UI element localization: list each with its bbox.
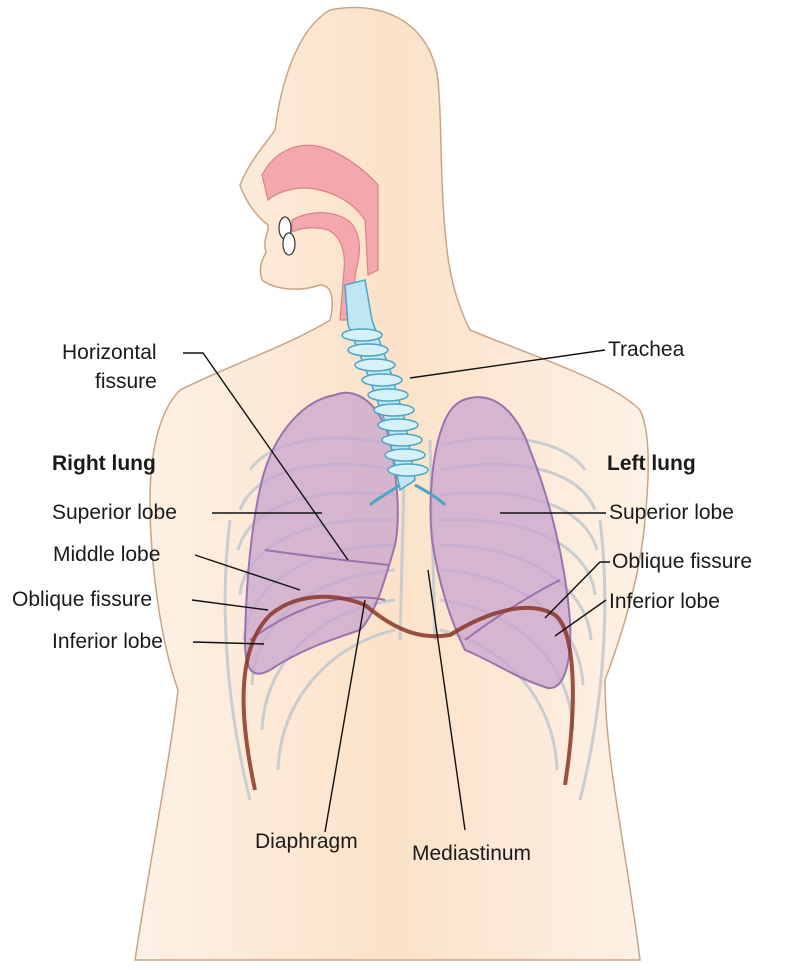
label-horizontal-fissure-line2: fissure bbox=[95, 370, 157, 394]
label-left-superior-lobe: Superior lobe bbox=[609, 501, 734, 525]
label-right-superior-lobe: Superior lobe bbox=[52, 501, 177, 525]
label-mediastinum: Mediastinum bbox=[412, 842, 531, 866]
label-left-inferior-lobe: Inferior lobe bbox=[609, 590, 720, 614]
label-right-middle-lobe: Middle lobe bbox=[53, 543, 160, 567]
label-right-inferior-lobe: Inferior lobe bbox=[52, 630, 163, 654]
label-right-oblique-fissure: Oblique fissure bbox=[12, 588, 152, 612]
label-horizontal-fissure-line1: Horizontal bbox=[62, 341, 157, 365]
label-diaphragm: Diaphragm bbox=[255, 830, 358, 854]
label-right-lung: Right lung bbox=[52, 452, 156, 476]
label-left-lung: Left lung bbox=[607, 452, 696, 476]
label-trachea: Trachea bbox=[608, 338, 684, 362]
label-left-oblique-fissure: Oblique fissure bbox=[612, 550, 752, 574]
